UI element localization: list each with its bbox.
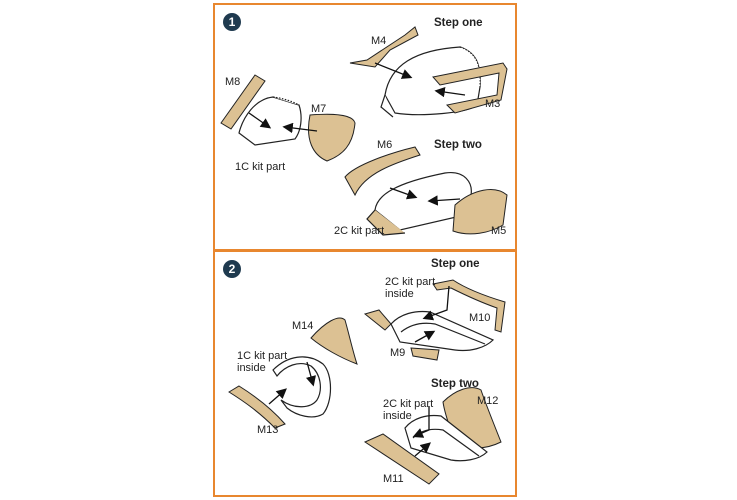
m8-part bbox=[220, 74, 266, 130]
label-m9: M9 bbox=[390, 347, 406, 359]
label-2c-kit-part-inside-b: 2C kit part inside bbox=[383, 398, 434, 422]
label-m10: M10 bbox=[469, 312, 491, 324]
label-m11: M11 bbox=[383, 473, 404, 485]
label-m4: M4 bbox=[371, 35, 387, 47]
m9-part bbox=[363, 309, 440, 361]
m10-part bbox=[432, 279, 506, 333]
label-2c-kit-part: 2C kit part bbox=[334, 225, 385, 237]
label-m6: M6 bbox=[377, 139, 393, 151]
label-m14: M14 bbox=[292, 320, 314, 332]
label-m8: M8 bbox=[225, 76, 241, 88]
label-1c-kit-part-inside: 1C kit part inside bbox=[237, 350, 288, 374]
instruction-panel-1: 1 Step one Step two M4 M3 M8 M7 1C kit p… bbox=[213, 3, 517, 251]
step-two-heading: Step two bbox=[434, 139, 482, 151]
panel-number-badge: 1 bbox=[223, 13, 241, 31]
m14-part bbox=[310, 317, 358, 365]
label-m3: M3 bbox=[485, 98, 501, 110]
label-1c-kit-part: 1C kit part bbox=[235, 161, 286, 173]
m11-part bbox=[363, 433, 440, 485]
panel-2-illustration bbox=[228, 279, 506, 485]
panel-number-badge: 2 bbox=[223, 260, 241, 278]
label-m13: M13 bbox=[257, 424, 279, 436]
label-m12: M12 bbox=[477, 395, 499, 407]
m5-part bbox=[452, 189, 508, 235]
m3-part bbox=[432, 62, 508, 114]
label-m5: M5 bbox=[491, 225, 507, 237]
label-2c-kit-part-inside-a: 2C kit part inside bbox=[385, 276, 436, 300]
step-one-heading: Step one bbox=[431, 258, 480, 270]
instruction-panel-2: 2 Step one Step two 2C kit part inside M… bbox=[213, 250, 517, 497]
panel-1-illustration bbox=[220, 26, 508, 236]
rear-fuselage-part-step-one bbox=[380, 46, 481, 118]
step-one-heading: Step one bbox=[434, 17, 483, 29]
nose-kit-part-1c-step bbox=[272, 356, 332, 418]
m6-part bbox=[344, 146, 421, 197]
m7-part bbox=[308, 113, 356, 162]
step-two-heading: Step two bbox=[431, 378, 479, 390]
rear-fuselage-part-step-two bbox=[366, 171, 472, 236]
m13-part bbox=[228, 385, 286, 429]
label-m7: M7 bbox=[311, 103, 327, 115]
